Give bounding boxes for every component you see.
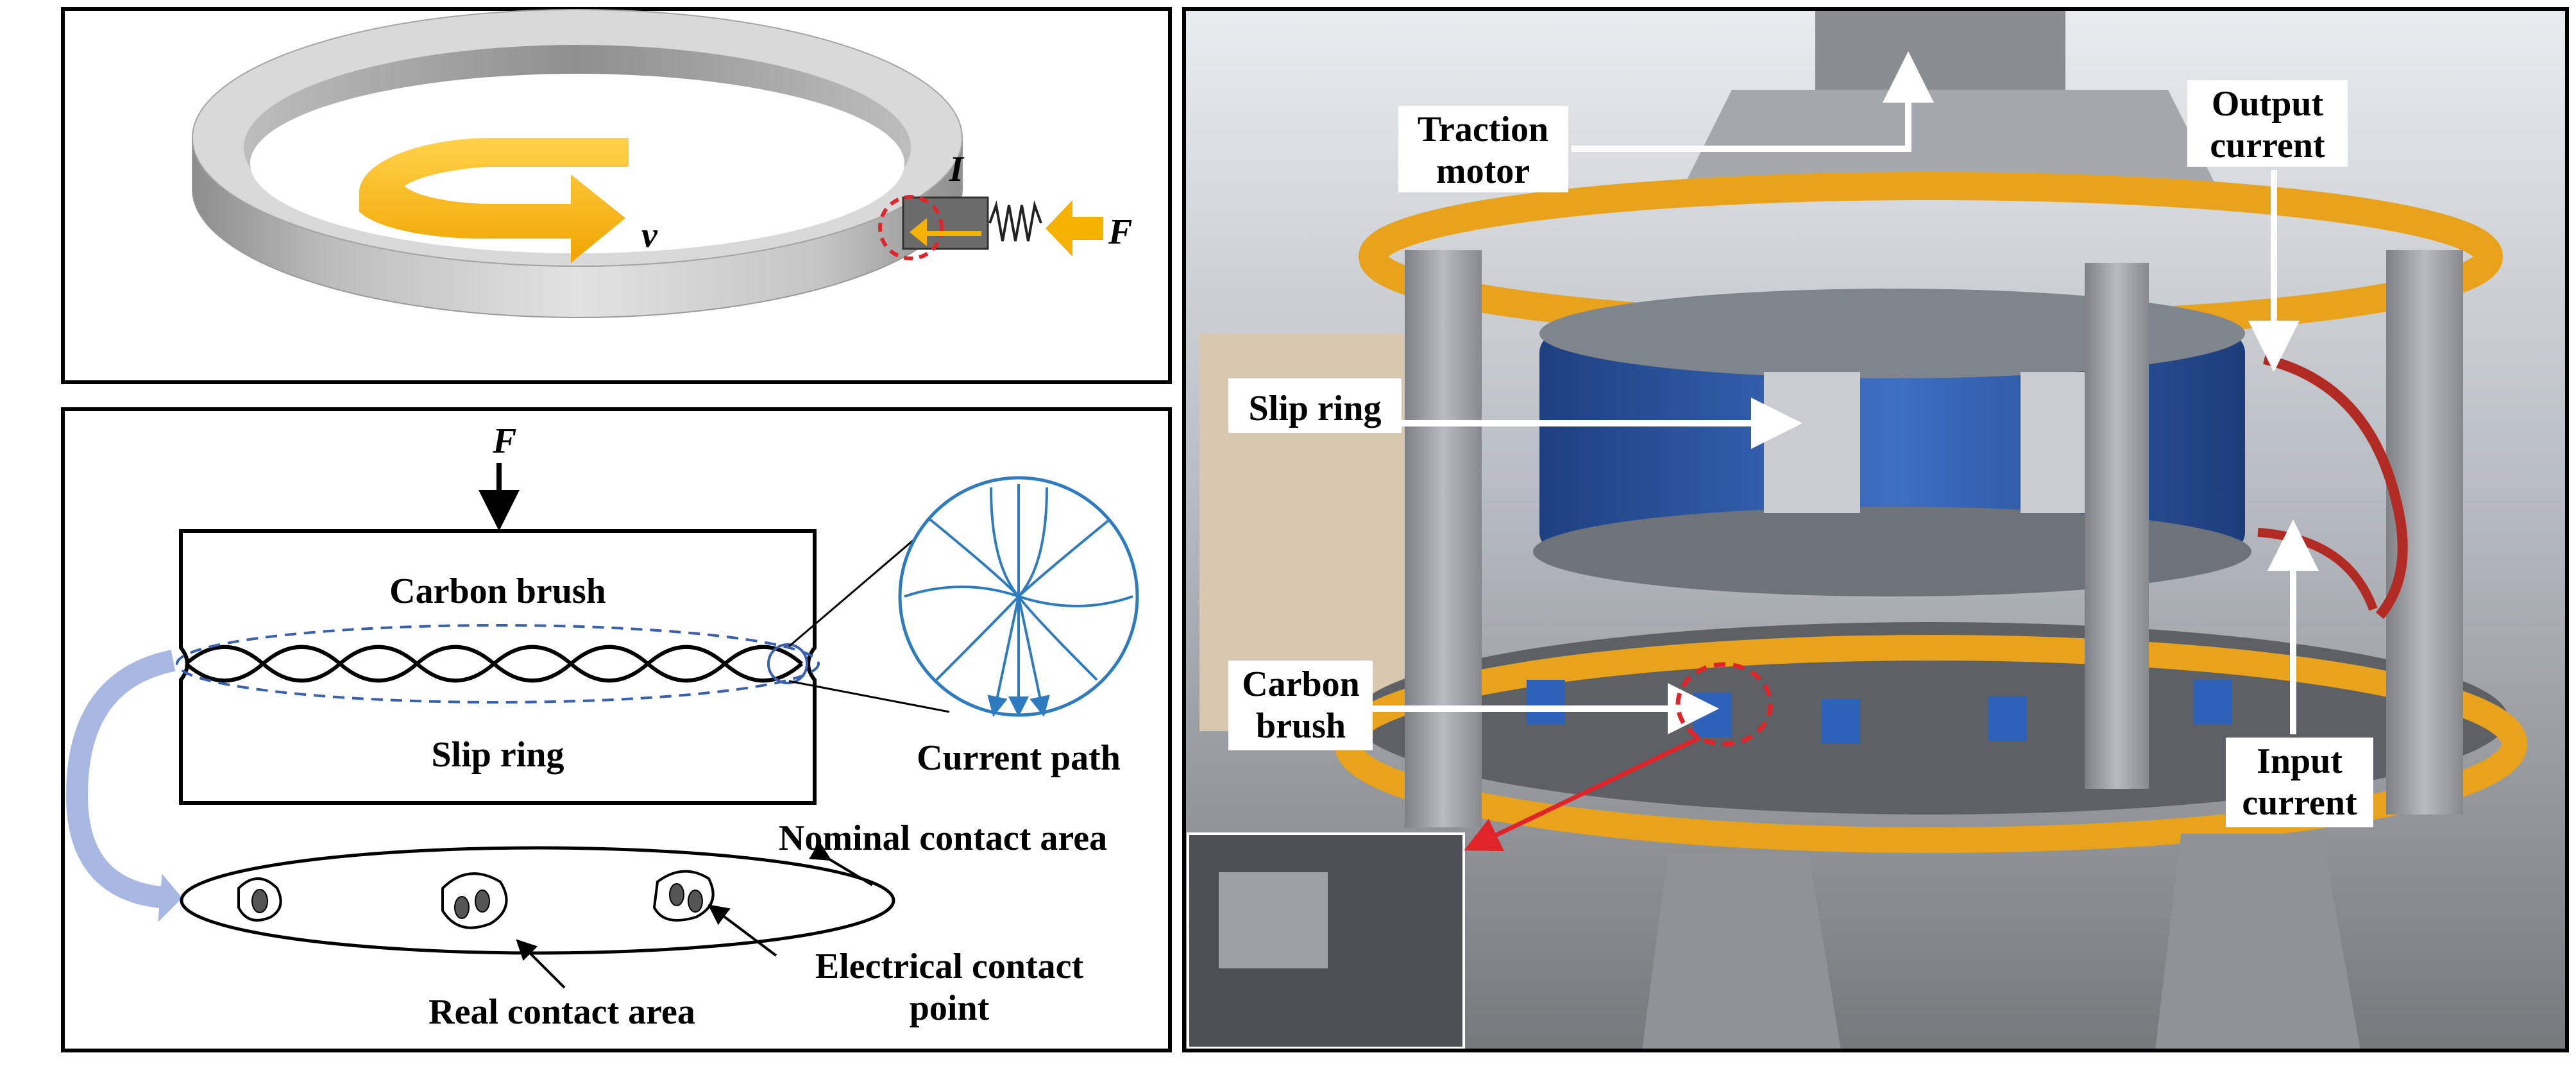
input-current-box bbox=[2226, 738, 2373, 827]
drum-bottom-plate bbox=[1533, 507, 2251, 596]
drum-center-window bbox=[1764, 372, 1860, 513]
velocity-symbol: v bbox=[641, 215, 658, 255]
traction-motor-label-1: Traction bbox=[1418, 110, 1548, 149]
electrical-contact-label-2: point bbox=[910, 988, 990, 1028]
expand-arrow-head bbox=[158, 873, 183, 922]
brush-holder-2 bbox=[1693, 693, 1732, 738]
electrical-contact-label-1: Electrical contact bbox=[815, 947, 1084, 986]
inset-pointer bbox=[1464, 735, 1701, 852]
slip-ring-label-c: Slip ring bbox=[1249, 389, 1382, 428]
slip-ring-label-b: Slip ring bbox=[432, 735, 564, 775]
current-arrow bbox=[910, 218, 981, 246]
spot-3-contact-a bbox=[669, 883, 684, 906]
drum-top-plate bbox=[1539, 289, 2245, 378]
carbon-brush-label-2: brush bbox=[1256, 706, 1346, 746]
spot-2-contact-a bbox=[454, 896, 470, 919]
input-current-label-2: current bbox=[2242, 783, 2357, 823]
spot-1-contact bbox=[251, 889, 268, 913]
current-symbol: I bbox=[949, 149, 965, 189]
current-line-3 bbox=[987, 487, 1021, 717]
carbon-brush-label: Carbon brush bbox=[389, 571, 606, 611]
panel-c: Traction motor Output current Slip ring … bbox=[1182, 7, 2569, 1052]
traction-motor-label-2: motor bbox=[1436, 151, 1530, 191]
expand-arrow-body bbox=[65, 650, 176, 909]
real-contact-label: Real contact area bbox=[428, 992, 695, 1032]
output-current-box bbox=[2187, 80, 2348, 167]
input-current-label-1: Input bbox=[2257, 741, 2343, 781]
contact-highlight-circle bbox=[878, 195, 944, 260]
carbon-brush-box bbox=[1228, 661, 1373, 750]
current-line-5 bbox=[1017, 487, 1050, 717]
carbon-brush-highlight bbox=[1675, 662, 1773, 747]
nominal-contact-ellipse bbox=[180, 846, 895, 955]
rotation-arrow bbox=[359, 138, 629, 263]
spring-icon bbox=[988, 200, 1042, 242]
spot-3-contact-b bbox=[688, 890, 703, 913]
output-current-label-1: Output bbox=[2212, 84, 2324, 124]
panel-a: v I F bbox=[61, 7, 1172, 384]
photo-illustration bbox=[1184, 9, 2567, 1050]
traction-motor-pointer bbox=[1572, 51, 1934, 152]
brush-holder-4 bbox=[1988, 696, 2027, 741]
panel-b: F Carbon brush Slip ring Current path bbox=[61, 407, 1172, 1052]
rotation-arrow-shape bbox=[359, 138, 629, 263]
current-line-6 bbox=[904, 586, 1133, 607]
brush-assembly bbox=[878, 195, 1103, 260]
pillar-center-right bbox=[2085, 263, 2149, 789]
brush-holder-5 bbox=[2194, 680, 2232, 725]
contact-zone-ellipse bbox=[176, 624, 820, 704]
traction-motor-body bbox=[1815, 9, 2065, 92]
output-current-label-2: current bbox=[2210, 126, 2325, 165]
motor-base-plate bbox=[1681, 90, 2219, 192]
real-contact-pointer bbox=[516, 939, 566, 989]
force-symbol-b: F bbox=[492, 421, 516, 461]
brush-holder-3 bbox=[1822, 699, 1860, 744]
brush-block bbox=[902, 196, 989, 250]
traction-motor-box bbox=[1398, 106, 1568, 192]
slip-ring-box bbox=[1228, 378, 1402, 433]
spot-2 bbox=[441, 872, 508, 929]
spot-2-contact-b bbox=[475, 890, 490, 913]
zoom-source-circle bbox=[767, 643, 808, 684]
panel-c-frame bbox=[1182, 7, 2569, 1052]
base-foot-left bbox=[1642, 853, 1841, 1050]
nominal-contact-label: Nominal contact area bbox=[779, 818, 1107, 858]
nominal-pointer bbox=[809, 841, 874, 886]
output-cable bbox=[2263, 354, 2408, 620]
force-arrow bbox=[1046, 200, 1103, 257]
brush-holder-1 bbox=[1527, 680, 1565, 725]
pillar-left bbox=[1405, 250, 1482, 827]
current-path-magnifier bbox=[898, 476, 1139, 717]
carbon-brush-label-1: Carbon bbox=[1242, 664, 1360, 704]
contact-spots bbox=[237, 870, 715, 929]
interface-wave-lower bbox=[185, 645, 803, 683]
electrical-contact-pointer bbox=[708, 904, 777, 957]
zoom-line-bottom bbox=[788, 680, 950, 713]
base-foot-right bbox=[2155, 834, 2360, 1050]
force-symbol-a: F bbox=[1108, 212, 1132, 252]
current-path-label: Current path bbox=[917, 738, 1121, 778]
inset-brush-holder bbox=[1219, 872, 1328, 968]
